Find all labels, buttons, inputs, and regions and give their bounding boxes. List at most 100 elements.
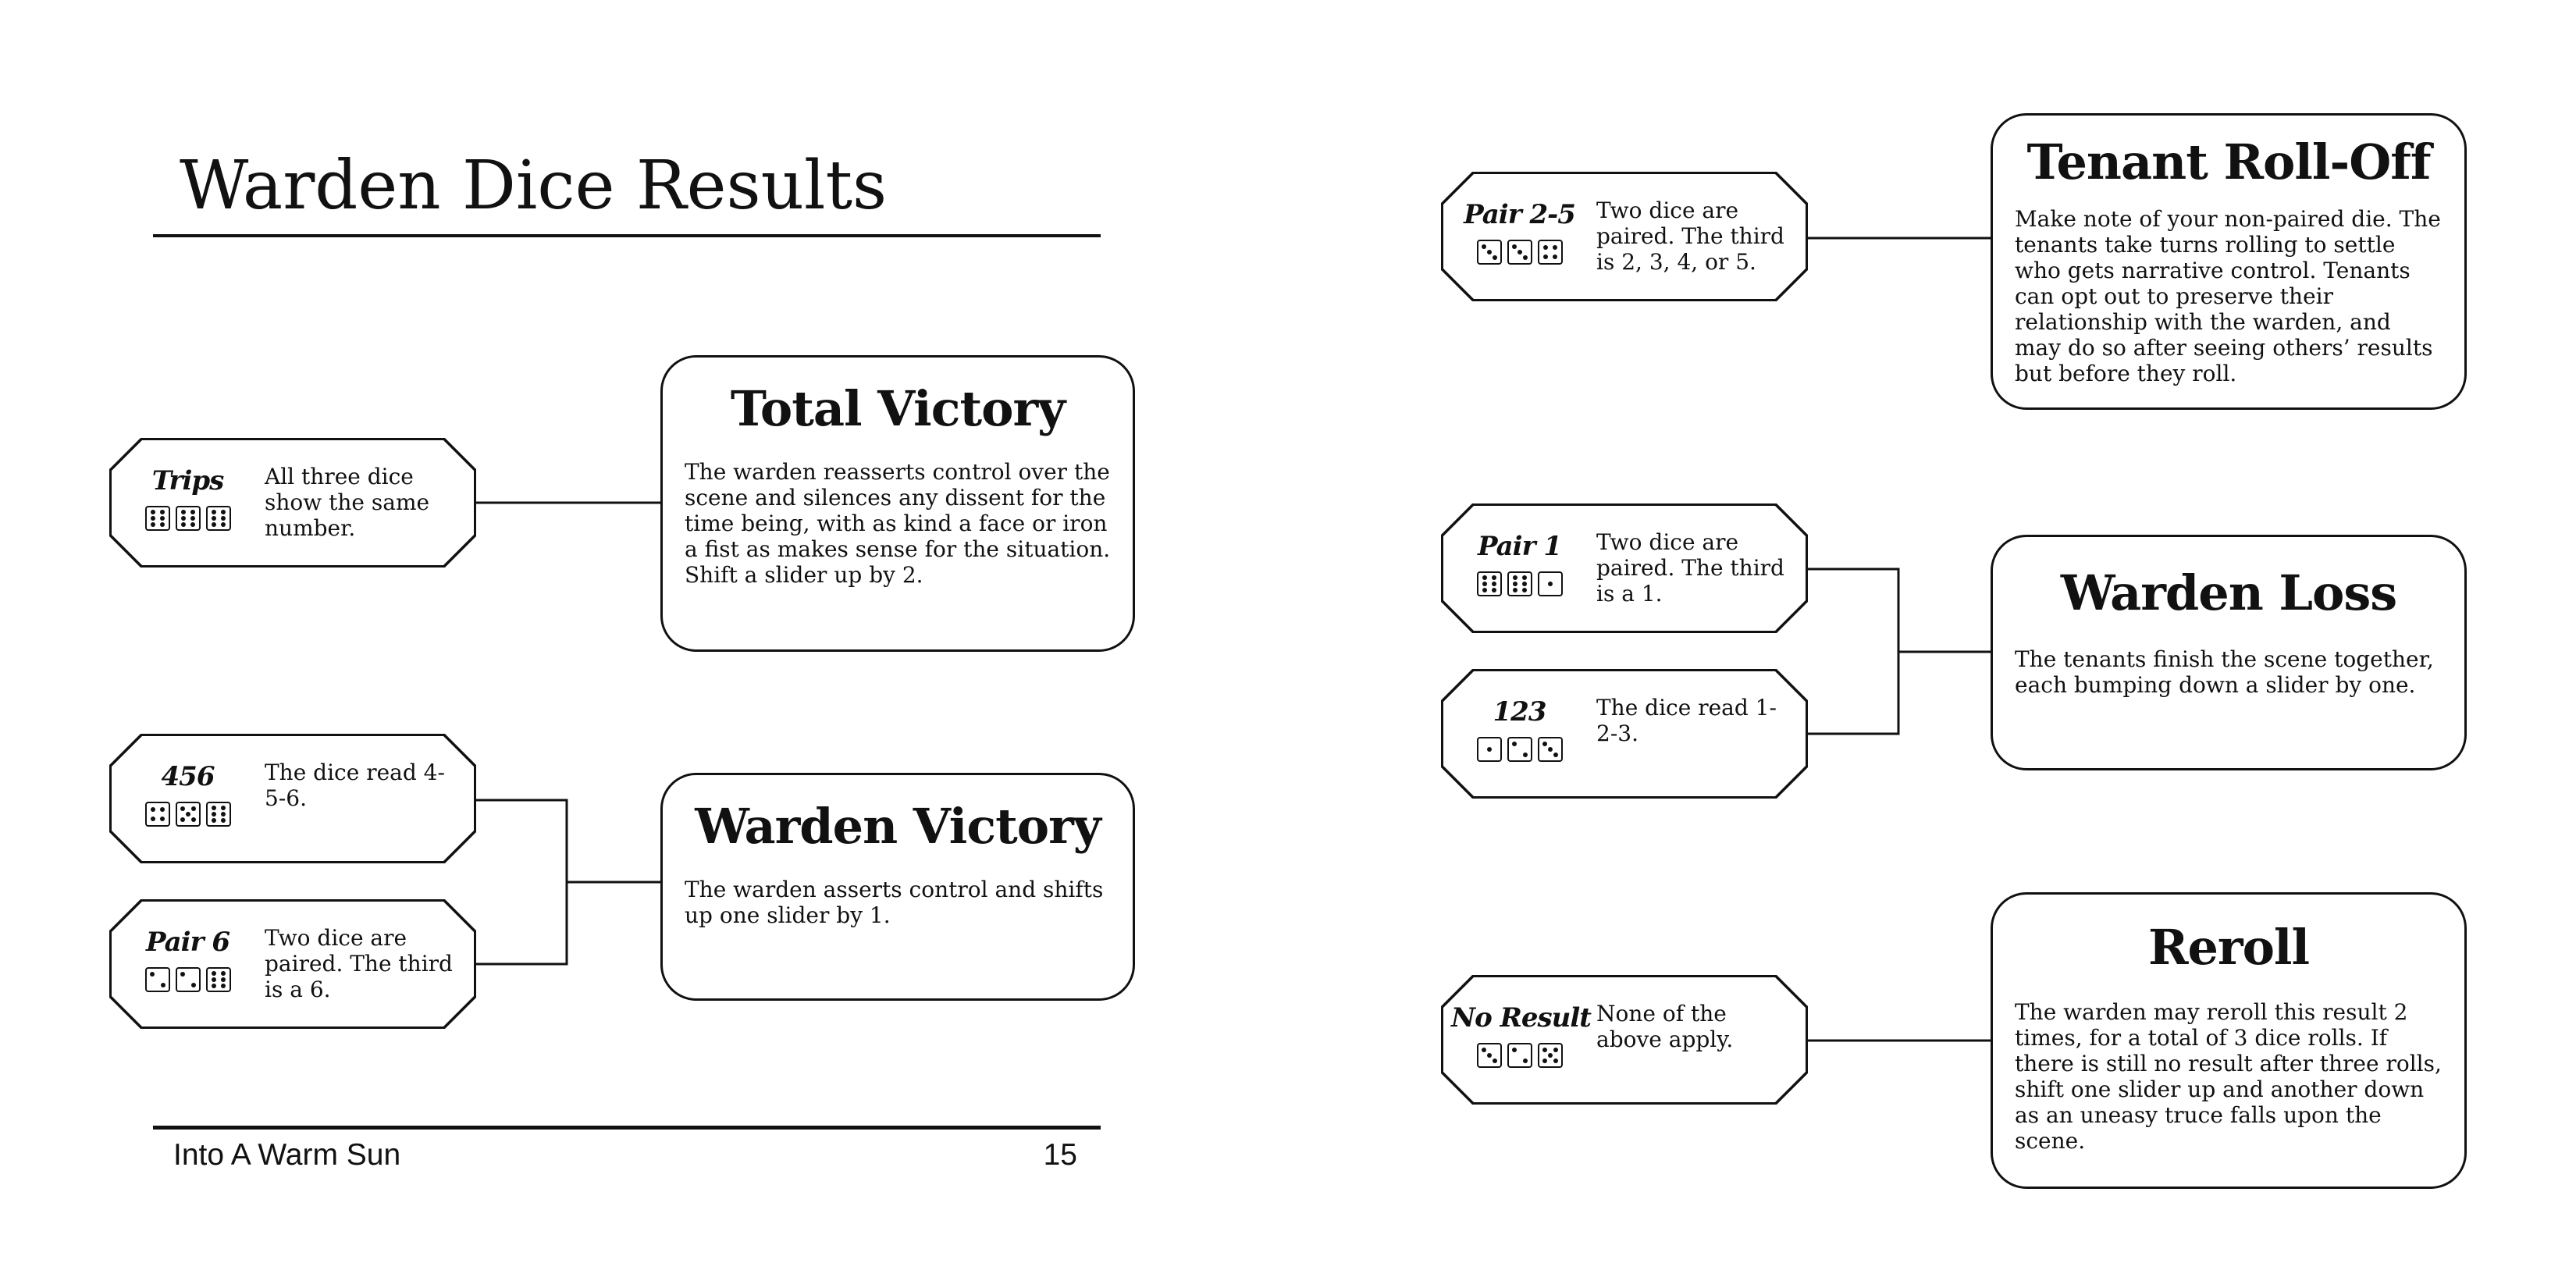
- die-pip: [150, 516, 155, 521]
- roll-description: Two dice are paired. The third is 2, 3, …: [1596, 197, 1784, 275]
- dice-group: [1457, 1043, 1582, 1068]
- die-pip: [1542, 741, 1547, 746]
- die-pip: [1487, 747, 1492, 752]
- roll-123: 123 The dice read 1-2-3.: [1441, 669, 1808, 799]
- die-pip: [180, 516, 186, 521]
- die-pip: [1523, 255, 1528, 261]
- roll-name: 456: [161, 761, 215, 792]
- dice-group: [1457, 240, 1582, 265]
- die-pip: [1512, 575, 1517, 581]
- result-title: Total Victory: [730, 380, 1066, 437]
- roll-name: Pair 6: [145, 927, 230, 958]
- die-pip: [1492, 587, 1497, 592]
- die-pip: [1542, 254, 1548, 260]
- die-pip: [221, 977, 226, 982]
- die-pip: [1542, 1059, 1547, 1063]
- connector-warden-victory-bracket: [475, 799, 568, 966]
- die-pip: [1522, 587, 1528, 592]
- die-icon: [1477, 571, 1502, 596]
- result-title: Tenant Roll-Off: [2026, 133, 2431, 190]
- roll-description: Two dice are paired. The third is a 1.: [1596, 529, 1784, 607]
- result-text: The tenants finish the scene together, e…: [2015, 646, 2434, 698]
- die-pip: [221, 817, 226, 823]
- die-pip: [1548, 582, 1553, 586]
- die-pip: [180, 510, 186, 515]
- die-pip: [1553, 1048, 1558, 1052]
- die-pip: [1522, 752, 1528, 757]
- die-icon: [1507, 737, 1532, 762]
- dice-group: [1457, 571, 1582, 596]
- result-tenant-roll-off: Tenant Roll-Off Make note of your non-pa…: [1991, 113, 2467, 410]
- die-pip: [1511, 244, 1517, 249]
- page-title: Warden Dice Results: [180, 147, 888, 225]
- die-pip: [221, 971, 226, 977]
- die-pip: [1548, 747, 1553, 752]
- die-pip: [1512, 742, 1517, 747]
- die-pip: [150, 806, 155, 812]
- die-icon: [1477, 240, 1502, 265]
- die-pip: [1482, 582, 1487, 586]
- roll-name: 123: [1493, 696, 1547, 728]
- die-pip: [160, 510, 165, 515]
- die-icon: [1538, 1043, 1563, 1068]
- die-pip: [1492, 582, 1497, 586]
- die-pip: [1522, 582, 1528, 586]
- result-text: Make note of your non-paired die. The te…: [2015, 206, 2441, 386]
- result-warden-victory: Warden Victory The warden asserts contro…: [660, 773, 1135, 1001]
- die-pip: [221, 516, 226, 521]
- die-pip: [1542, 1048, 1547, 1052]
- result-title: Warden Loss: [2060, 564, 2397, 621]
- roll-pair-1: Pair 1 Two dice are paired. The third is…: [1441, 503, 1808, 633]
- die-pip: [211, 812, 216, 817]
- die-pip: [211, 516, 216, 521]
- dice-group: [126, 967, 251, 992]
- die-icon: [176, 506, 201, 531]
- die-icon: [145, 967, 170, 992]
- roll-description: None of the above apply.: [1596, 1001, 1734, 1052]
- die-pip: [1542, 244, 1548, 250]
- result-text: The warden asserts control and shifts up…: [685, 877, 1104, 928]
- die-pip: [211, 521, 216, 527]
- die-icon: [1538, 571, 1563, 596]
- die-pip: [1487, 1053, 1492, 1058]
- die-pip: [180, 972, 186, 977]
- die-pip: [160, 982, 165, 987]
- dice-group: [126, 506, 251, 531]
- die-pip: [150, 817, 155, 822]
- roll-pair-2-5: Pair 2-5 Two dice are paired. The third …: [1441, 172, 1808, 301]
- die-pip: [150, 521, 155, 527]
- header-rule: [153, 234, 1101, 237]
- roll-description: Two dice are paired. The third is a 6.: [265, 925, 453, 1002]
- die-icon: [206, 506, 231, 531]
- die-pip: [1482, 575, 1487, 581]
- die-pip: [1493, 255, 1498, 261]
- die-pip: [221, 983, 226, 988]
- die-pip: [1512, 582, 1517, 586]
- die-icon: [1538, 737, 1563, 762]
- die-pip: [150, 510, 155, 515]
- die-pip: [160, 817, 165, 822]
- die-pip: [211, 983, 216, 988]
- roll-name: No Result: [1451, 1002, 1592, 1034]
- dice-group: [1457, 737, 1582, 762]
- result-text: The warden reasserts control over the sc…: [685, 459, 1111, 588]
- die-pip: [1517, 250, 1522, 254]
- die-icon: [1507, 240, 1532, 265]
- footer-rule: [153, 1126, 1101, 1130]
- die-pip: [180, 806, 185, 811]
- die-pip: [150, 972, 155, 977]
- die-pip: [160, 516, 165, 521]
- die-icon: [206, 802, 231, 827]
- roll-no-result: No Result None of the above apply.: [1441, 975, 1808, 1105]
- roll-name: Pair 1: [1477, 531, 1562, 562]
- roll-description: The dice read 4-5-6.: [265, 760, 445, 811]
- result-title: Warden Victory: [695, 798, 1101, 855]
- die-pip: [1553, 254, 1558, 260]
- die-icon: [1538, 240, 1563, 265]
- die-pip: [160, 806, 165, 812]
- die-pip: [190, 982, 196, 987]
- result-reroll: Reroll The warden may reroll this result…: [1991, 892, 2467, 1189]
- roll-description: The dice read 1-2-3.: [1596, 695, 1777, 746]
- die-icon: [1507, 1043, 1532, 1068]
